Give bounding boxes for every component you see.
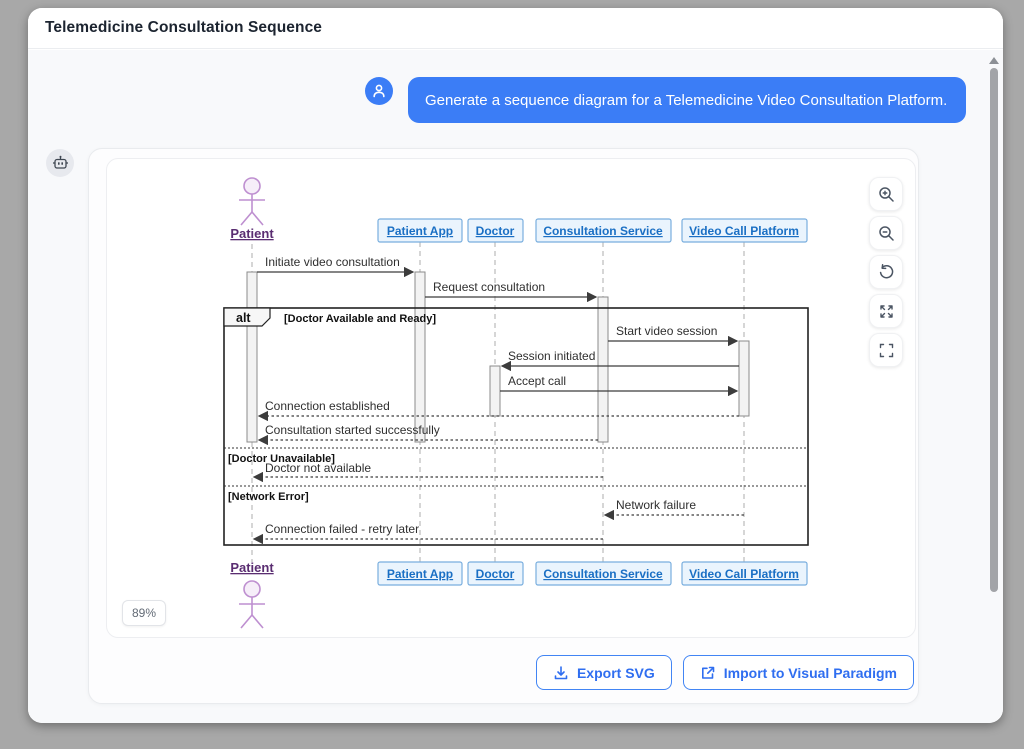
user-message-bubble: Generate a sequence diagram for a Teleme… [408, 77, 966, 123]
scroll-up-arrow-icon[interactable] [989, 57, 999, 64]
message-label: Start video session [616, 324, 717, 338]
message-arrows [252, 266, 744, 545]
user-avatar [365, 77, 393, 105]
alt-fragment: alt [Doctor Available and Ready] [Doctor… [223, 307, 809, 546]
participant-patient-app[interactable]: Patient App [377, 561, 463, 586]
scrollbar[interactable] [988, 50, 1000, 723]
participant-consultation-service[interactable]: Consultation Service [535, 561, 672, 586]
activation-bars [246, 271, 750, 443]
guard-doctor-unavailable: [Doctor Unavailable] [228, 453, 335, 465]
import-visual-paradigm-label: Import to Visual Paradigm [723, 664, 897, 681]
reset-icon [879, 263, 893, 278]
svg-text:Patient App[interactable]: Patient App [387, 567, 453, 581]
fullscreen-button[interactable] [869, 333, 903, 367]
participant-doctor[interactable]: Doctor [467, 561, 524, 586]
message-label: Doctor not available [265, 461, 371, 475]
guard-network-error: [Network Error] [228, 491, 309, 503]
message-label: Network failure [616, 498, 696, 512]
zoom-in-button[interactable] [869, 177, 903, 211]
canvas-controls [869, 177, 903, 367]
title-bar: Telemedicine Consultation Sequence [28, 8, 1003, 49]
svg-text:Video Call Platform[interactable]: Video Call Platform [689, 224, 799, 238]
app-window: Telemedicine Consultation Sequence Gener… [28, 8, 1003, 723]
participants-top: Patient App Doctor Consultation Service [377, 218, 808, 243]
sequence-diagram: Patient Patient App Doctor [212, 174, 816, 630]
user-message-text: Generate a sequence diagram for a Teleme… [425, 91, 948, 109]
import-visual-paradigm-button[interactable]: Import to Visual Paradigm [682, 655, 914, 690]
svg-text:Consultation Service[interactable]: Consultation Service [543, 567, 663, 581]
robot-icon [52, 155, 68, 169]
svg-text:Doctor[interactable]: Doctor [476, 567, 515, 581]
message-label: Consultation started successfully [265, 423, 440, 437]
svg-text:Video Call Platform[interactable]: Video Call Platform [689, 567, 799, 581]
bot-avatar [46, 149, 74, 177]
zoom-out-button[interactable] [869, 216, 903, 250]
message-label: Request consultation [433, 280, 545, 294]
alt-operator: alt [236, 311, 251, 325]
diagram-card: Patient Patient App Doctor [88, 148, 919, 704]
participant-consultation-service[interactable]: Consultation Service [535, 218, 672, 243]
participant-video-call-platform[interactable]: Video Call Platform [681, 561, 808, 586]
actor-label[interactable]: Patient [230, 226, 274, 241]
svg-text:Patient App[interactable]: Patient App [387, 224, 453, 238]
diagram-panel: Patient Patient App Doctor [106, 158, 916, 638]
scrollbar-thumb[interactable] [990, 68, 998, 592]
message-label: Connection established [265, 399, 390, 413]
participant-patient-app[interactable]: Patient App [377, 218, 463, 243]
message-label: Session initiated [508, 349, 595, 363]
page-title: Telemedicine Consultation Sequence [45, 19, 323, 36]
stick-figure-icon [239, 580, 265, 629]
message-labels: Initiate video consultation Request cons… [265, 255, 717, 536]
fullscreen-icon [879, 343, 893, 357]
message-label: Accept call [508, 374, 566, 388]
reset-view-button[interactable] [869, 255, 903, 289]
message-label: Initiate video consultation [265, 255, 400, 269]
actor-label[interactable]: Patient [230, 560, 274, 575]
actor-patient-top[interactable]: Patient [230, 177, 274, 241]
participant-video-call-platform[interactable]: Video Call Platform [681, 218, 808, 243]
export-svg-label: Export SVG [576, 664, 655, 681]
download-icon [554, 665, 568, 679]
actor-patient-bottom[interactable]: Patient [230, 560, 274, 629]
expand-arrows-icon [879, 304, 893, 318]
svg-text:Doctor[interactable]: Doctor [476, 224, 515, 238]
guard-doctor-available: [Doctor Available and Ready] [284, 313, 436, 325]
participant-doctor[interactable]: Doctor [467, 218, 524, 243]
person-icon [373, 84, 385, 98]
svg-text:Consultation Service[interactable]: Consultation Service [543, 224, 663, 238]
external-link-icon [701, 666, 715, 679]
lifelines [251, 242, 745, 562]
zoom-in-icon [878, 186, 894, 202]
alt-operator-tab [223, 307, 271, 327]
stick-figure-icon [239, 177, 265, 226]
participants-bottom: Patient App Doctor Consultation Service [377, 561, 808, 586]
expand-button[interactable] [869, 294, 903, 328]
zoom-level-badge: 89% [122, 600, 167, 626]
actions-row: Export SVG Import to Visual Paradigm [535, 655, 914, 690]
export-svg-button[interactable]: Export SVG [535, 655, 672, 690]
zoom-out-icon [878, 225, 894, 241]
message-label: Connection failed - retry later [265, 522, 419, 536]
content-area: Generate a sequence diagram for a Teleme… [28, 50, 1003, 723]
